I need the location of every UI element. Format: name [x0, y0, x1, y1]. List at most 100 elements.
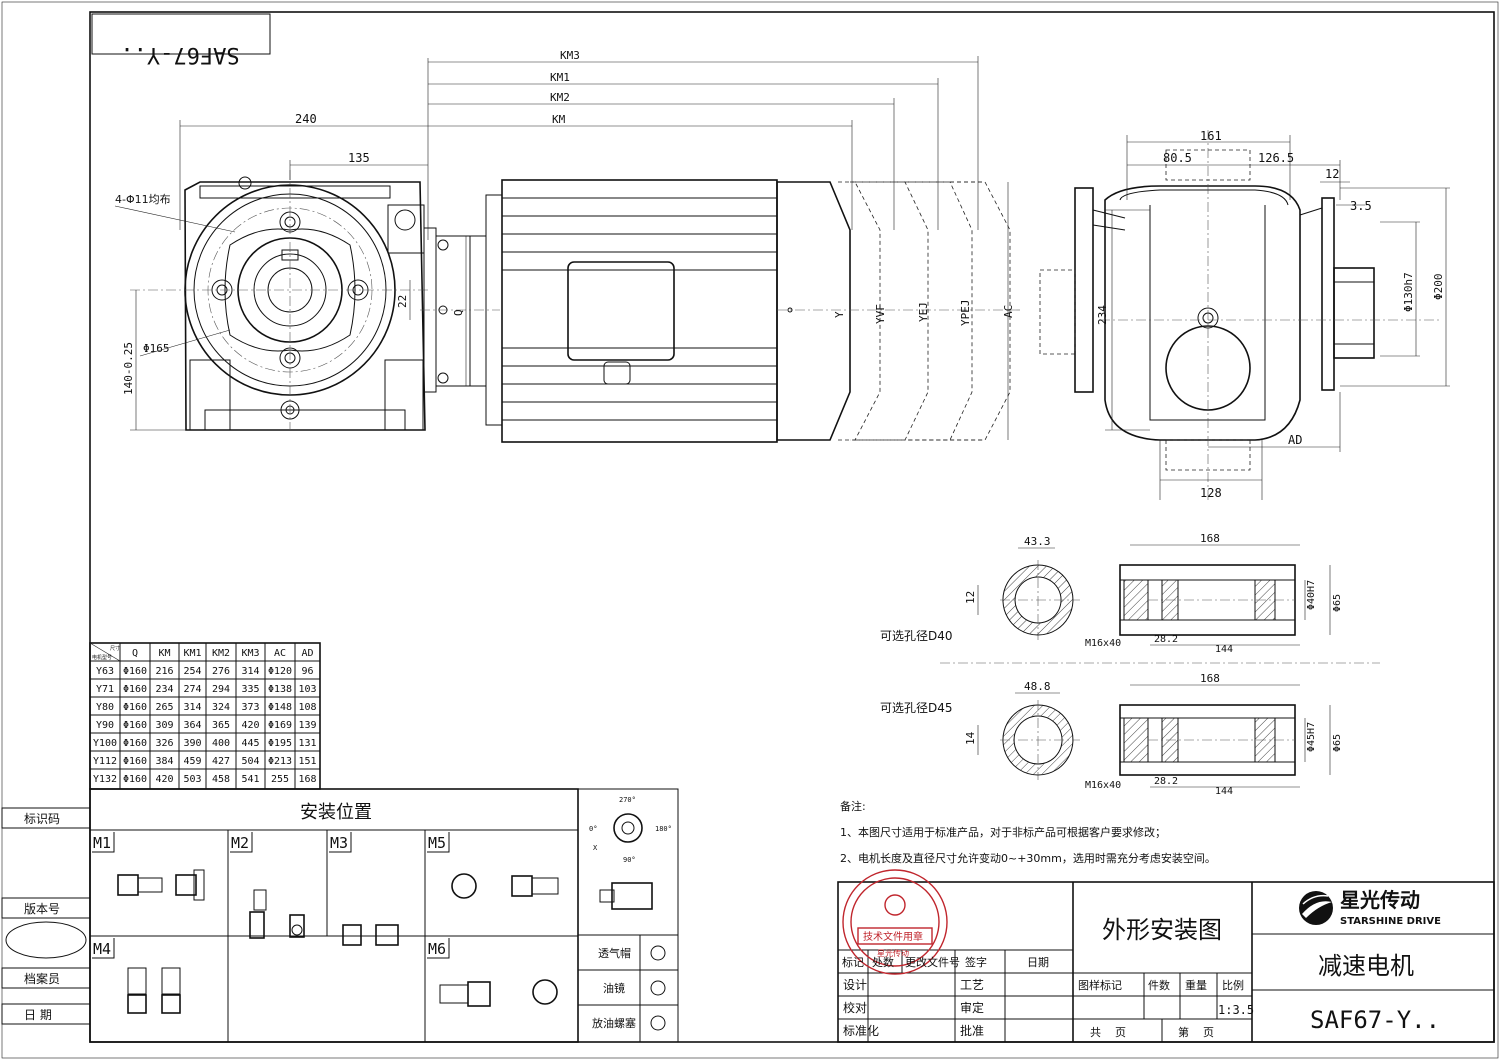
- angle-90: 90°: [623, 856, 636, 864]
- brand-logo: [1299, 891, 1333, 925]
- spec-row-model: Y90: [96, 720, 114, 731]
- pos-m4: M4: [93, 940, 111, 958]
- spec-cell: 139: [298, 720, 316, 731]
- spec-cell: Φ148: [268, 702, 292, 713]
- bore2-key-depth: 14: [964, 731, 977, 745]
- mounting-title: 安装位置: [300, 802, 372, 823]
- approval-stamp: [842, 869, 948, 975]
- spec-cell: 151: [298, 756, 316, 767]
- spec-header-cell: KM2: [212, 648, 230, 659]
- dim-ypej: YPEJ: [959, 300, 972, 327]
- spec-cell: 420: [241, 720, 259, 731]
- role-approve-tech: 审定: [960, 1000, 984, 1015]
- motor-variant-outlines: [838, 181, 1011, 441]
- spec-header-cell: AD: [301, 648, 313, 659]
- spec-header-cell: Q: [132, 648, 138, 659]
- bore2-thread: M16x40: [1085, 780, 1121, 791]
- spec-row-model: Y63: [96, 666, 114, 677]
- dim-128: 128: [1200, 486, 1222, 500]
- spec-header-cell: KM1: [183, 648, 201, 659]
- spec-cell: 420: [155, 774, 173, 785]
- dim-ac: AC: [1002, 305, 1015, 318]
- dim-161: 161: [1200, 129, 1222, 143]
- pos-m3: M3: [330, 834, 348, 852]
- rev-col-count: 处数: [872, 956, 894, 969]
- spec-cell: 216: [155, 666, 173, 677]
- spec-cell: 445: [241, 738, 259, 749]
- spec-row-model: Y132: [93, 774, 117, 785]
- spec-cell: 427: [212, 756, 230, 767]
- legend-drain-plug: 放油螺塞: [592, 1016, 636, 1030]
- bore2-length: 168: [1200, 672, 1220, 685]
- spec-cell: 314: [183, 702, 201, 713]
- axis-x-label: X: [593, 844, 598, 852]
- spec-cell: 103: [298, 684, 316, 695]
- dim-km3: KM3: [560, 49, 580, 62]
- stamp-sub-text: 星光传动: [877, 948, 909, 958]
- attr-scale: 比例: [1222, 978, 1244, 992]
- spec-cell: Φ160: [123, 738, 147, 749]
- side-label-column: [1, 807, 91, 1025]
- pos-m5: M5: [428, 834, 446, 852]
- spec-cell: 254: [183, 666, 201, 677]
- role-process: 工艺: [960, 978, 984, 992]
- sheet-total: 共 页: [1090, 1026, 1126, 1039]
- role-check: 校对: [843, 1000, 867, 1015]
- spec-cell: Φ195: [268, 738, 292, 749]
- side-label-version: 版本号: [24, 902, 60, 916]
- motor-body: [420, 179, 1020, 443]
- side-label-archivist: 档案员: [24, 971, 60, 986]
- bore1-thread: M16x40: [1085, 638, 1121, 649]
- spec-cell: Φ160: [123, 720, 147, 731]
- spec-cell: 400: [212, 738, 230, 749]
- angle-270: 270°: [619, 796, 636, 804]
- spec-cell: 324: [212, 702, 230, 713]
- side-label-id: 标识码: [24, 812, 60, 826]
- bore1-key-depth: 12: [964, 591, 977, 604]
- bore1-label: 可选孔径D40: [880, 629, 953, 643]
- spec-cell: 274: [183, 684, 201, 695]
- spec-cell: 108: [298, 702, 316, 713]
- role-design: 设计: [843, 978, 867, 992]
- mounting-grid: [89, 788, 679, 1043]
- dim-3-5: 3.5: [1350, 199, 1372, 213]
- spec-cell: Φ120: [268, 666, 292, 677]
- inner-border: [89, 11, 1495, 1043]
- dim-km2: KM2: [550, 91, 570, 104]
- bore1-outer: Φ65: [1332, 594, 1343, 612]
- sheet-number: 第 页: [1178, 1025, 1214, 1039]
- spec-cell: 276: [212, 666, 230, 677]
- dim-yej: YEJ: [917, 302, 930, 322]
- dim-12: 12: [1325, 167, 1339, 181]
- dim-22: 22: [396, 295, 409, 308]
- spec-cell: 131: [298, 738, 316, 749]
- dim-240: 240: [295, 112, 317, 126]
- mirrored-title-box: SAF67-Y..: [91, 13, 271, 67]
- front-view-gearbox: [130, 170, 430, 431]
- spec-cell: Φ169: [268, 720, 292, 731]
- rev-col-sign: 签字: [965, 955, 987, 969]
- side-label-date: 日 期: [24, 1008, 52, 1022]
- scale-value: 1:3.5: [1218, 1003, 1254, 1017]
- spec-row-model: Y112: [93, 756, 117, 767]
- bore2-key-width: 48.8: [1024, 680, 1051, 693]
- spec-cell: 335: [241, 684, 259, 695]
- pos-m1: M1: [93, 834, 111, 852]
- spec-cell: 309: [155, 720, 173, 731]
- spec-cell: Φ138: [268, 684, 292, 695]
- spec-row-model: Y80: [96, 702, 114, 713]
- pos-m6: M6: [428, 940, 446, 958]
- bore1-key-width: 43.3: [1024, 535, 1051, 548]
- bore2-d144: 144: [1215, 786, 1233, 797]
- drawing-name: 外形安装图: [1102, 916, 1222, 944]
- attr-qty: 件数: [1148, 979, 1170, 992]
- notes-heading: 备注:: [840, 799, 866, 813]
- spec-cell: Φ213: [268, 756, 292, 767]
- dim-135: 135: [348, 151, 370, 165]
- spec-cell: 314: [241, 666, 259, 677]
- spec-cell: 504: [241, 756, 259, 767]
- spec-cell: 390: [183, 738, 201, 749]
- spec-cell: 503: [183, 774, 201, 785]
- spec-header-cell: KM: [158, 648, 170, 659]
